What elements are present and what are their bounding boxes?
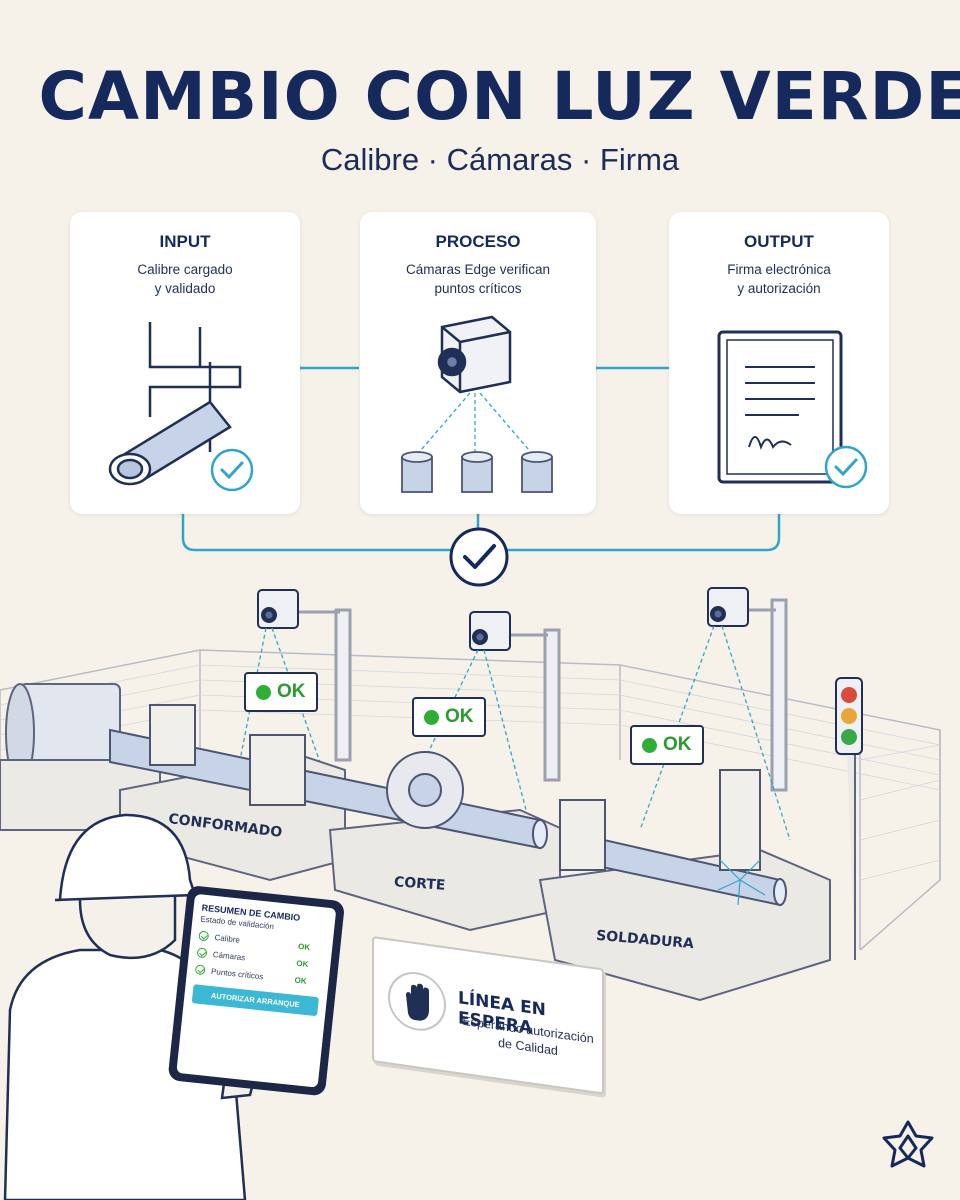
check-icon [196, 947, 208, 959]
card-description: Calibre cargado y validado [137, 262, 233, 296]
ok-sign-label: OK [277, 681, 306, 702]
card-description: Firma electrónica y autorización [727, 262, 831, 296]
edge-camera-icon [401, 315, 553, 493]
weld-sparks-icon [717, 859, 766, 906]
check-icon [210, 448, 254, 492]
camera-icon-2 [469, 611, 511, 651]
tablet-screen: RESUMEN DE CAMBIO Estado de validación C… [176, 893, 337, 1088]
card-input: INPUT Calibre cargado y validado [70, 212, 300, 514]
row-label: Cámaras [212, 949, 246, 962]
card-label: INPUT [159, 232, 211, 251]
page-title: CAMBIO CON LUZ VERDE [38, 58, 960, 135]
row-status: OK [295, 958, 309, 969]
line-waiting-panel: LÍNEA EN ESPERA Esperando autorización d… [372, 936, 604, 1095]
green-light-icon [256, 684, 271, 700]
check-icon [824, 445, 868, 489]
row-label: Puntos críticos [210, 966, 264, 981]
ok-sign-conformado: OK [244, 672, 318, 712]
ok-sign-corte: OK [412, 697, 486, 737]
page-subtitle: Calibre · Cámaras · Firma [320, 142, 680, 177]
stop-hand-icon [388, 968, 446, 1035]
check-icon [194, 964, 206, 976]
tablet: RESUMEN DE CAMBIO Estado de validación C… [167, 885, 346, 1097]
row-label: Calibre [214, 932, 241, 945]
camera-icon-1 [257, 589, 299, 629]
ok-sign-soldadura: OK [630, 725, 704, 765]
authorize-start-button[interactable]: AUTORIZAR ARRANQUE [191, 984, 319, 1017]
green-light-icon [642, 737, 657, 753]
card-label: PROCESO [435, 232, 521, 251]
signal-tower-icon [835, 677, 863, 755]
card-proceso: PROCESO Cámaras Edge verifican puntos cr… [360, 212, 596, 514]
card-output: OUTPUT Firma electrónica y autorización [669, 212, 889, 514]
green-light-icon [424, 709, 439, 725]
card-label: OUTPUT [744, 232, 814, 251]
approved-check-icon [449, 527, 509, 587]
row-status: OK [297, 941, 311, 952]
check-icon [198, 930, 210, 942]
ok-sign-label: OK [445, 706, 474, 727]
brand-logo-icon [882, 1120, 934, 1168]
machine-blocks [149, 704, 761, 871]
card-description: Cámaras Edge verifican puntos críticos [405, 262, 551, 296]
row-status: OK [294, 975, 308, 986]
camera-icon-3 [707, 587, 749, 627]
ok-sign-label: OK [663, 734, 692, 755]
signed-document-icon [717, 330, 868, 489]
camera-mounts [290, 598, 788, 792]
caliper-pipe-icon [108, 322, 254, 492]
